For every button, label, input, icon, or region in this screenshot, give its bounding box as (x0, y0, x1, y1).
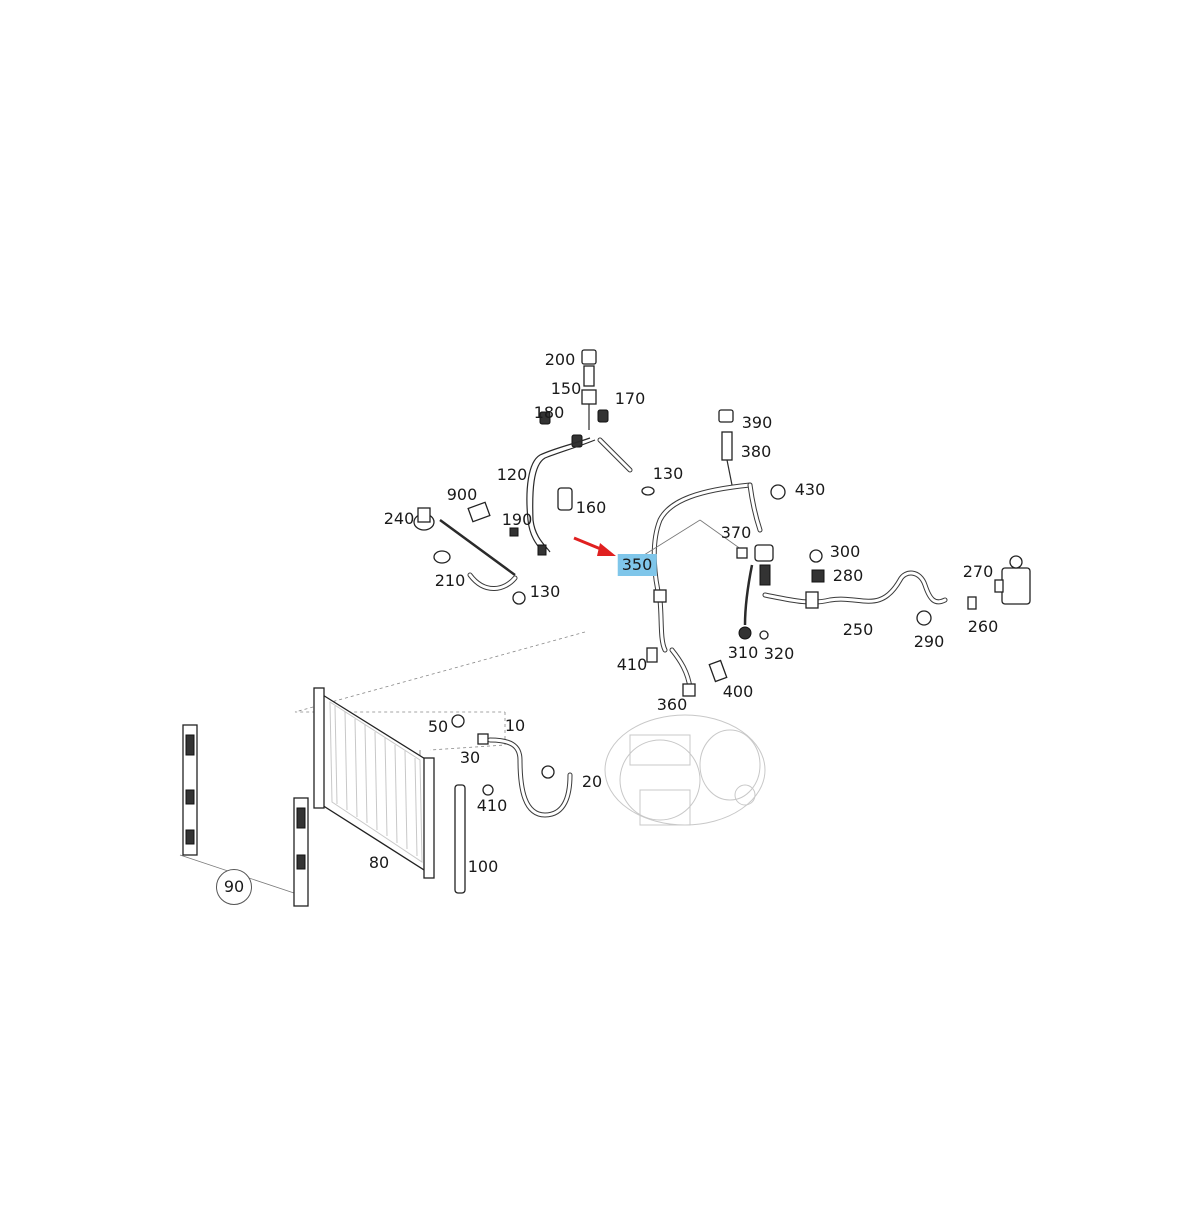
cable-310 (743, 564, 754, 626)
callout-170: 170 (614, 389, 646, 408)
fitting-370 (736, 547, 748, 559)
part-410-lower (482, 784, 494, 796)
guide-line-bracket (429, 712, 506, 751)
part-290 (916, 610, 932, 626)
callout-430: 430 (794, 480, 826, 499)
drier-100 (454, 784, 466, 894)
callout-300: 300 (829, 542, 861, 561)
callout-130-bottom: 130 (529, 582, 561, 601)
callout-120: 120 (496, 465, 528, 484)
seal-210 (433, 550, 451, 564)
part-320 (759, 630, 769, 640)
callout-190: 190 (501, 510, 533, 529)
part-160 (557, 487, 573, 511)
part-30 (477, 733, 489, 745)
callout-260: 260 (967, 617, 999, 636)
bracket-90-left (182, 724, 198, 856)
callout-320: 320 (763, 644, 795, 663)
fitting-360 (682, 683, 696, 697)
leader-370 (699, 519, 746, 553)
seal-ring-130 (641, 486, 655, 496)
callout-180: 180 (533, 403, 565, 422)
hose-120 (526, 437, 591, 556)
part-190 (509, 527, 519, 537)
compressor (604, 714, 766, 826)
callout-310: 310 (727, 643, 759, 662)
callout-200: 200 (544, 350, 576, 369)
guide-line-condenser (294, 631, 586, 713)
callout-400: 400 (722, 682, 754, 701)
callout-290: 290 (913, 632, 945, 651)
block-370 (754, 544, 774, 562)
callout-390: 390 (741, 413, 773, 432)
seal-ring-130-lower (512, 591, 526, 605)
part-410-upper (646, 647, 658, 663)
callout-270: 270 (962, 562, 994, 581)
part-430 (770, 484, 786, 500)
indicator-arrow (573, 536, 616, 556)
callout-410-lower: 410 (476, 796, 508, 815)
part-300 (809, 549, 823, 563)
part-260 (967, 596, 977, 610)
callout-900: 900 (446, 485, 478, 504)
callout-360: 360 (656, 695, 688, 714)
callout-250: 250 (842, 620, 874, 639)
cable-240 (439, 518, 516, 577)
pressure-switch-assembly (539, 349, 609, 448)
expansion-valve-270 (994, 555, 1031, 605)
callout-280: 280 (832, 566, 864, 585)
callout-20: 20 (581, 772, 603, 791)
part-310 (738, 626, 752, 640)
callout-380: 380 (740, 442, 772, 461)
part-900 (467, 501, 491, 523)
fitting-350 (653, 589, 667, 603)
bolt-400 (708, 659, 728, 683)
condenser-80 (313, 687, 435, 879)
callout-130-top: 130 (652, 464, 684, 483)
connector-280 (759, 564, 771, 586)
part-280 (811, 569, 825, 583)
callout-210: 210 (434, 571, 466, 590)
callout-90: 90 (216, 869, 252, 905)
part-50 (451, 714, 465, 728)
bracket-90-right (293, 797, 309, 907)
fitting-250 (805, 591, 819, 609)
callout-240: 240 (383, 509, 415, 528)
callout-370: 370 (720, 523, 752, 542)
callout-350-highlighted: 350 (617, 554, 657, 576)
callout-80: 80 (368, 853, 390, 872)
callout-10: 10 (504, 716, 526, 735)
callout-410-upper: 410 (616, 655, 648, 674)
callout-30: 30 (459, 748, 481, 767)
callout-50: 50 (427, 717, 449, 736)
callout-160: 160 (575, 498, 607, 517)
callout-100: 100 (467, 857, 499, 876)
valve-380-390 (718, 409, 734, 461)
part-240 (413, 507, 435, 531)
callout-150: 150 (550, 379, 582, 398)
fitting-20 (541, 765, 555, 779)
fitting-120-end (537, 544, 547, 556)
